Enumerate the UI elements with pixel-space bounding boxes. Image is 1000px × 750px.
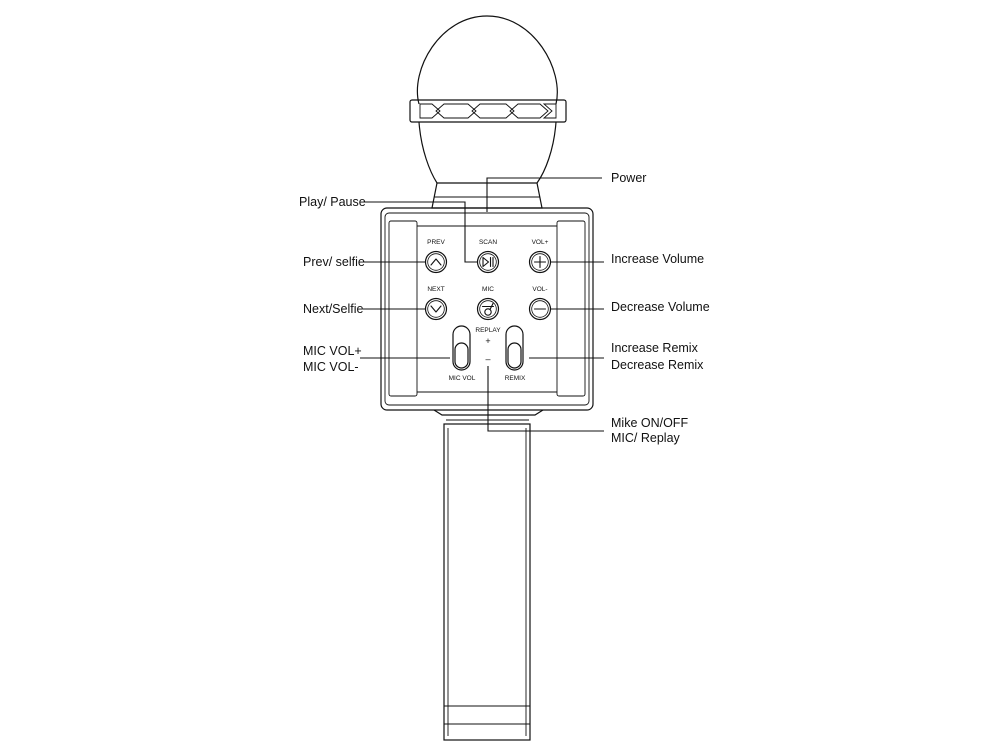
callout-decrease-volume: Decrease Volume — [611, 300, 710, 314]
scan-button-label: SCAN — [479, 239, 497, 246]
replay-label: REPLAY — [475, 327, 501, 334]
prev-button-label: PREV — [427, 239, 445, 246]
callout-mic-vol-plus: MIC VOL+ — [303, 344, 362, 358]
mic-vol-slider-knob[interactable] — [454, 342, 469, 369]
callout-power: Power — [611, 171, 646, 185]
down-chevron-icon — [430, 305, 442, 313]
mic-button[interactable] — [476, 297, 500, 321]
remix-slider-knob[interactable] — [507, 342, 522, 369]
callout-decrease-remix: Decrease Remix — [611, 358, 704, 372]
callout-labels: Power Play/ Pause Prev/ selfie Next/Self… — [299, 171, 710, 445]
leader-lines — [360, 177, 604, 432]
vol-minus-button[interactable] — [528, 297, 552, 321]
up-chevron-icon — [430, 258, 442, 266]
callout-mic-replay: MIC/ Replay — [611, 431, 681, 445]
play-pause-icon — [482, 256, 494, 268]
callout-play-pause: Play/ Pause — [299, 195, 366, 209]
plus-sign-label: + — [485, 336, 490, 346]
prev-button[interactable] — [424, 250, 448, 274]
mic-vol-slider[interactable] — [452, 325, 471, 371]
microphone-icon — [481, 302, 495, 316]
minus-sign-label: – — [485, 354, 490, 364]
next-button[interactable] — [424, 297, 448, 321]
mic-button-label: MIC — [482, 286, 494, 293]
scan-play-pause-button[interactable] — [476, 250, 500, 274]
callout-prev-selfie: Prev/ selfie — [303, 255, 365, 269]
play-pause-leader-line — [363, 201, 478, 263]
mic-vol-slider-label: MIC VOL — [449, 375, 476, 382]
callout-increase-volume: Increase Volume — [611, 252, 704, 266]
handle — [433, 409, 544, 741]
vol-minus-button-label: VOL- — [532, 286, 547, 293]
remix-slider[interactable] — [505, 325, 524, 371]
callout-mic-vol-minus: MIC VOL- — [303, 360, 359, 374]
remix-slider-label: REMIX — [505, 375, 526, 382]
callout-next-selfie: Next/Selfie — [303, 302, 363, 316]
vol-plus-button-label: VOL+ — [532, 239, 549, 246]
vol-plus-button[interactable] — [528, 250, 552, 274]
callout-mike-on-off: Mike ON/OFF — [611, 416, 688, 430]
plus-icon — [533, 255, 547, 269]
callout-increase-remix: Increase Remix — [611, 341, 699, 355]
next-button-label: NEXT — [427, 286, 444, 293]
mike-on-off-leader-line — [487, 366, 604, 432]
power-leader-line — [486, 177, 602, 212]
decorative-ring — [409, 99, 567, 123]
